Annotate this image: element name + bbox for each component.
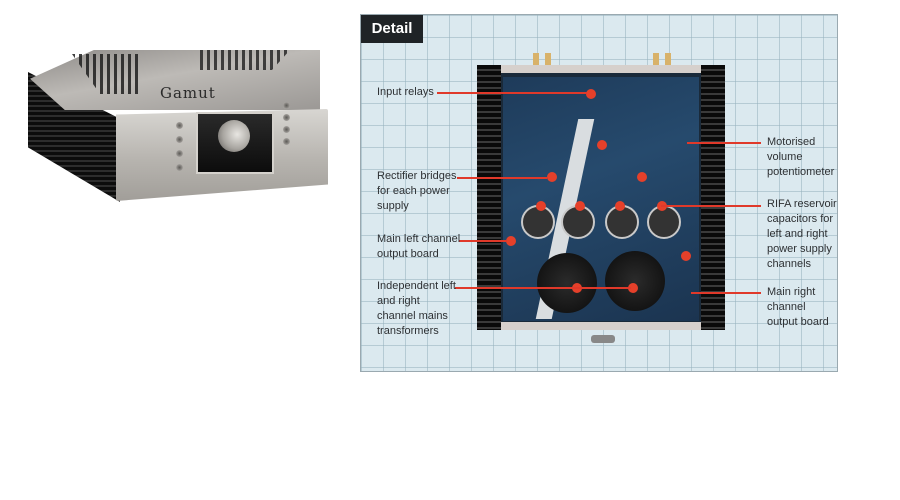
front-button-right-2: [283, 114, 290, 121]
transformer-right: [605, 251, 665, 311]
marker-dot: [637, 172, 647, 182]
callout-rifa-capacitors: RIFA reservoir capacitors for left and r…: [767, 198, 837, 270]
detail-tag: Detail: [361, 15, 423, 43]
iec-power-inlet: [591, 335, 615, 343]
chassis-rail-top: [477, 65, 725, 73]
brand-logo: Gamut: [160, 84, 216, 102]
product-photo: Gamut: [20, 40, 340, 210]
transformer-left: [537, 253, 597, 313]
callout-motorised-volume-pot: Motorised volume potentiometer: [767, 136, 835, 178]
leader-line: [687, 142, 761, 144]
marker-dot: [536, 201, 546, 211]
output-terminal: [665, 53, 671, 67]
leader-line: [459, 240, 507, 242]
callout-main-left-output-board: Main left channel output board: [377, 233, 461, 260]
front-button-left-3: [176, 150, 183, 157]
front-button-left-1: [176, 122, 183, 129]
chassis-rail-bottom: [477, 322, 725, 330]
front-button-left-4: [176, 164, 183, 171]
marker-dot: [586, 89, 596, 99]
reservoir-capacitor: [521, 205, 555, 239]
detail-panel: Detail Input relays Rectifier bridges fo…: [360, 14, 838, 372]
output-terminal: [653, 53, 659, 67]
callout-input-relays: Input relays: [377, 86, 434, 98]
leader-line: [437, 92, 587, 94]
front-button-right-3: [283, 126, 290, 133]
top-vents-right: [200, 50, 290, 70]
callout-main-right-output-board: Main right channel output board: [767, 286, 829, 328]
volume-knob: [218, 120, 250, 152]
front-button-right-1: [283, 102, 290, 109]
callout-rectifier-bridges: Rectifier bridges for each power supply: [377, 170, 457, 212]
reservoir-capacitor: [647, 205, 681, 239]
marker-dot: [628, 283, 638, 293]
marker-dot: [597, 140, 607, 150]
heatsink-left: [477, 65, 501, 330]
input-terminal: [533, 53, 539, 67]
marker-dot: [615, 201, 625, 211]
heatsink-right: [701, 65, 725, 330]
circuit-board: [503, 77, 699, 321]
marker-dot: [506, 236, 516, 246]
callout-mains-transformers: Independent left and right channel mains…: [377, 280, 456, 337]
leader-line: [691, 292, 761, 294]
marker-dot: [575, 201, 585, 211]
leader-line: [661, 205, 761, 207]
leader-line: [455, 287, 631, 289]
reservoir-capacitor: [605, 205, 639, 239]
front-button-right-4: [283, 138, 290, 145]
leader-line: [457, 177, 547, 179]
marker-dot: [681, 251, 691, 261]
front-button-left-2: [176, 136, 183, 143]
marker-dot: [547, 172, 557, 182]
input-terminal: [545, 53, 551, 67]
reservoir-capacitor: [561, 205, 595, 239]
